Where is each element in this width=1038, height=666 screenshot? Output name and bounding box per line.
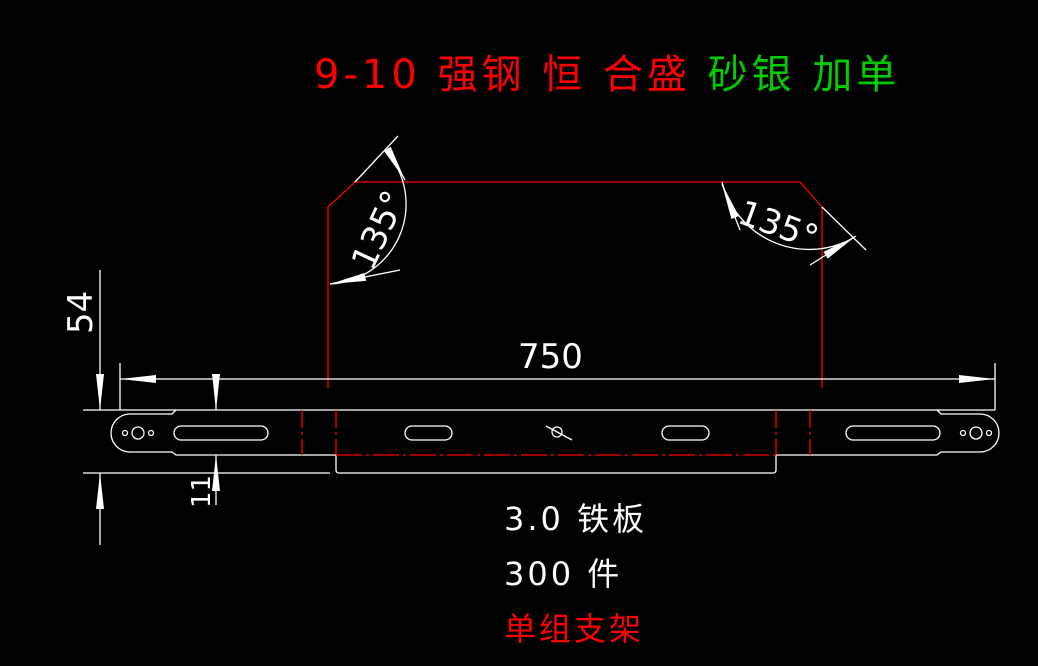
flange <box>335 455 777 474</box>
title-green: 砂银 加单 <box>707 52 901 98</box>
material-note: 3.0 铁板 <box>504 500 648 538</box>
angle-left-label: 135° <box>344 185 415 276</box>
length-label: 750 <box>518 337 583 377</box>
height-label: 54 <box>61 291 101 334</box>
title-red: 9-10 强钢 恒 合盛 <box>314 52 691 98</box>
angle-right-label: 135° <box>733 193 824 259</box>
strip-outline <box>110 409 1000 456</box>
slots <box>121 425 993 441</box>
bend-lines <box>301 410 811 455</box>
bend-profile <box>327 181 823 388</box>
width-label: 11 <box>187 475 217 508</box>
part-label: 单组支架 <box>504 610 645 648</box>
drawing-title: 9-10 强钢 恒 合盛 砂银 加单 <box>314 42 900 100</box>
quantity-note: 300 件 <box>504 555 623 593</box>
